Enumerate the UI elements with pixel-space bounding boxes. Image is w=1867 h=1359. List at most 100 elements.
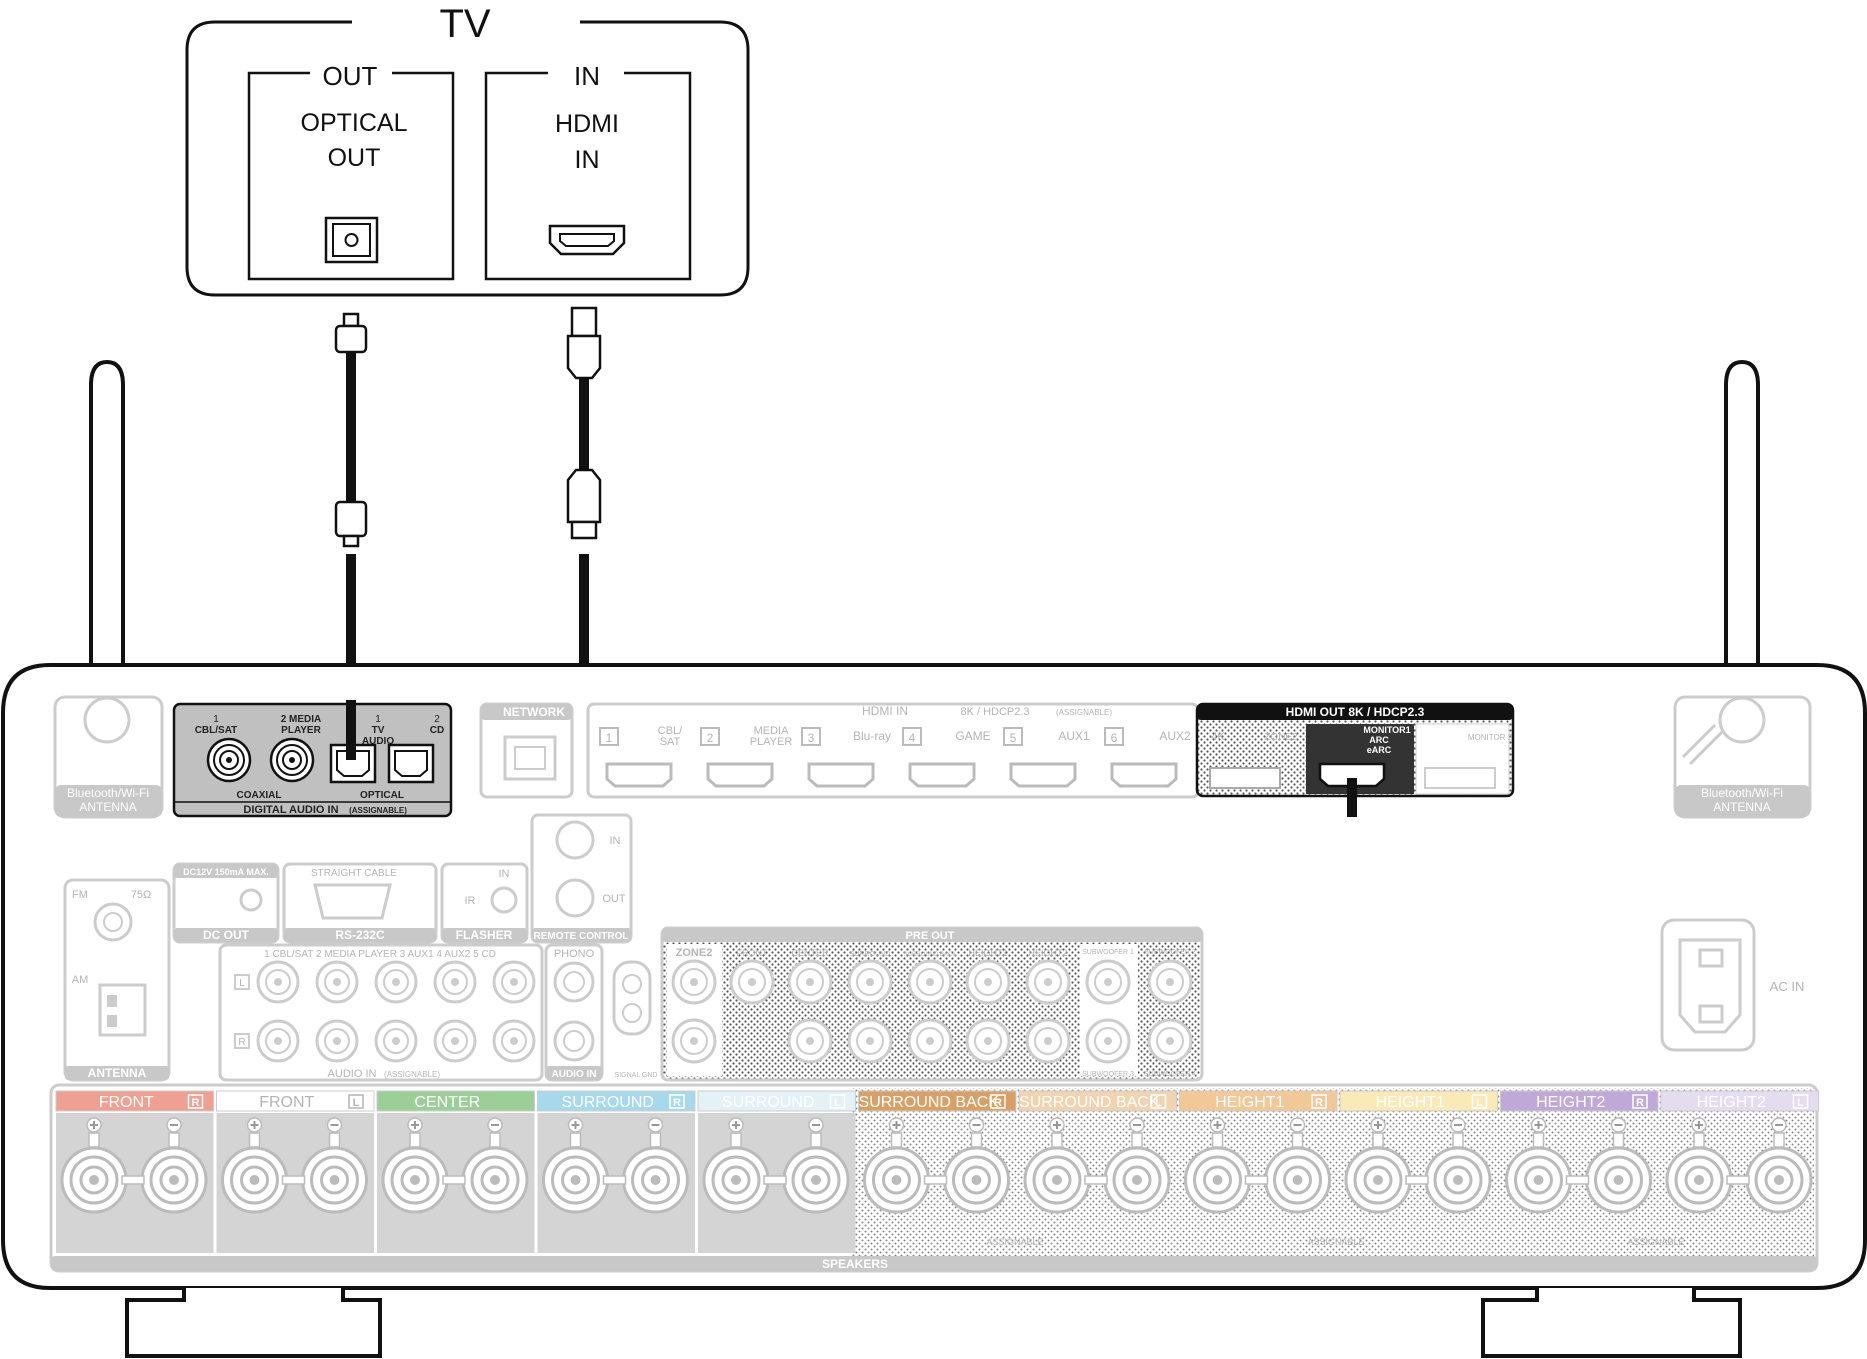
hdmi-in-port-name-2: SAT bbox=[660, 736, 681, 748]
rca-jack bbox=[433, 960, 477, 1004]
rs232-top-label: STRAIGHT CABLE bbox=[311, 868, 397, 879]
digital-label-cd-2: 2 bbox=[434, 714, 440, 725]
pre-out-jack bbox=[907, 1018, 953, 1064]
pre-out-title: PRE OUT bbox=[906, 930, 955, 942]
rca-jack bbox=[315, 1019, 359, 1063]
pre-out-surround-label: SURROUND bbox=[850, 951, 890, 958]
speaker-binding-post bbox=[461, 1117, 529, 1214]
audio-in-panel: 1 CBL/SAT 2 MEDIA PLAYER 3 AUX1 4 AUX2 5… bbox=[218, 943, 544, 1082]
tv-hdmi-in-label-2: IN bbox=[575, 146, 600, 174]
hdmi-in-port-name: Blu-ray bbox=[853, 729, 891, 743]
speaker-group-side: L bbox=[834, 1097, 841, 1109]
ohm-label: 75Ω bbox=[131, 889, 151, 901]
tv-out-panel: OUT OPTICAL OUT bbox=[247, 61, 455, 281]
hdmi-in-port-icon bbox=[807, 762, 875, 788]
speaker-terminal-group: HEIGHT1 R bbox=[1179, 1090, 1338, 1214]
audio-in-jacks bbox=[256, 960, 536, 1063]
tv-title: TV bbox=[439, 2, 490, 46]
remote-in-label: IN bbox=[610, 835, 621, 847]
speaker-binding-post bbox=[1023, 1117, 1091, 1214]
audio-in-l-label: L bbox=[239, 978, 245, 989]
hdmi-in-title: HDMI IN bbox=[862, 704, 908, 718]
pre-out-height1-label: HEIGHT1 bbox=[968, 948, 1007, 958]
tv-optical-out-label-1: OPTICAL bbox=[301, 109, 408, 137]
pre-out-jack bbox=[787, 959, 833, 1005]
pre-out-jack bbox=[1147, 959, 1193, 1005]
speaker-group-side: L bbox=[1476, 1097, 1483, 1109]
digital-label-cbl: CBL/SAT bbox=[195, 725, 238, 736]
digital-label-player: PLAYER bbox=[281, 725, 321, 736]
hdmi-in-port-number: 5 bbox=[1010, 731, 1017, 745]
flasher: IN IR FLASHER bbox=[440, 862, 529, 944]
hdmi-in-port-icon bbox=[706, 762, 774, 788]
speaker-group-side: L bbox=[353, 1097, 360, 1109]
digital-label-1: 1 bbox=[213, 714, 219, 725]
speaker-binding-post bbox=[1344, 1117, 1412, 1214]
speaker-binding-post bbox=[301, 1117, 368, 1214]
hdmi-in-port-number: 4 bbox=[909, 731, 916, 745]
phono-panel: PHONO AUDIO IN SIGNAL GND bbox=[544, 943, 657, 1082]
speaker-group-side: R bbox=[192, 1097, 200, 1109]
fm-am-antenna: FM 75Ω AM ANTENNA bbox=[63, 878, 171, 1082]
hdmi-in-spec: 8K / HDCP2.3 bbox=[960, 706, 1029, 718]
network-label: NETWORK bbox=[503, 705, 565, 719]
speaker-group-side: R bbox=[673, 1097, 681, 1109]
speaker-terminal-group: FRONT L bbox=[216, 1090, 375, 1253]
rs232c: STRAIGHT CABLE RS-232C bbox=[282, 862, 438, 944]
dc-out: DC12V 150mA MAX. DC OUT bbox=[172, 862, 280, 944]
speaker-group-name: FRONT bbox=[99, 1094, 154, 1111]
bt-antenna-right-label-1: Bluetooth/Wi-Fi bbox=[1701, 786, 1783, 800]
speaker-binding-post bbox=[1184, 1117, 1251, 1214]
tv-hdmi-in-label-1: HDMI bbox=[555, 110, 619, 138]
digital-audio-in-assignable: (ASSIGNABLE) bbox=[349, 806, 407, 815]
right-foot bbox=[1481, 1288, 1742, 1358]
speaker-group-name: HEIGHT1 bbox=[1215, 1094, 1284, 1111]
speaker-binding-post bbox=[943, 1117, 1010, 1214]
hdmi-out-4k-label: 4K bbox=[1211, 731, 1225, 743]
speaker-group-side: R bbox=[1315, 1097, 1323, 1109]
hdmi-in-port-number: 1 bbox=[606, 731, 613, 745]
optical-jack-tv bbox=[329, 743, 377, 784]
hdmi-in-port-number: 6 bbox=[1111, 731, 1118, 745]
tv-in-panel: IN HDMI IN bbox=[484, 61, 692, 281]
pre-out-front-label: FRONT bbox=[737, 948, 768, 958]
hdmi-in-port: 4 GAME bbox=[902, 727, 991, 788]
phono-bottom-label: AUDIO IN bbox=[552, 1069, 597, 1080]
speakers-assignable-1: ASSIGNABLE bbox=[986, 1237, 1043, 1247]
coaxial-jack-2 bbox=[269, 737, 315, 783]
rca-jack bbox=[374, 1019, 418, 1063]
pre-out-jack bbox=[847, 959, 893, 1005]
speakers-assignable-3: ASSIGNABLE bbox=[1627, 1237, 1684, 1247]
pre-out-jack bbox=[965, 1018, 1011, 1064]
pre-out-jack bbox=[1025, 959, 1071, 1005]
pre-out-sub1-label: SUBWOOFER 1 bbox=[1082, 949, 1134, 956]
pre-out-sub4-label: SUBWOOFER 4 bbox=[1144, 1071, 1196, 1078]
speaker-group-name: SURROUND bbox=[722, 1094, 814, 1111]
tv-optical-port-icon bbox=[324, 216, 379, 264]
speaker-binding-post bbox=[542, 1117, 609, 1214]
pre-out-jack bbox=[671, 1018, 717, 1064]
speaker-terminal-group: HEIGHT1 L bbox=[1339, 1090, 1498, 1214]
hdmi-in-port-name: GAME bbox=[955, 729, 990, 743]
speaker-binding-post bbox=[1505, 1117, 1572, 1214]
digital-audio-in-panel: 1 CBL/SAT 2 MEDIA PLAYER 1 TV AUDIO 2 CD bbox=[172, 702, 453, 818]
tv-optical-out-label-2: OUT bbox=[328, 144, 381, 172]
rca-jack bbox=[492, 1019, 536, 1063]
fm-label: FM bbox=[72, 889, 88, 901]
digital-audio-in-title: DIGITAL AUDIO IN bbox=[243, 804, 338, 816]
speaker-group-name: CENTER bbox=[414, 1094, 480, 1111]
speaker-group-name: HEIGHT2 bbox=[1697, 1094, 1766, 1111]
optical-jack-cd bbox=[387, 743, 435, 784]
left-foot bbox=[125, 1288, 382, 1358]
tv-out-header: OUT bbox=[323, 61, 378, 91]
audio-in-title: AUDIO IN bbox=[328, 1068, 377, 1080]
speaker-group-name: FRONT bbox=[259, 1094, 314, 1111]
network-port: NETWORK bbox=[479, 702, 574, 799]
speaker-group-name: HEIGHT1 bbox=[1376, 1094, 1445, 1111]
hdmi-in-port-name-2: PLAYER bbox=[750, 736, 793, 748]
pre-out-jack bbox=[729, 959, 775, 1005]
